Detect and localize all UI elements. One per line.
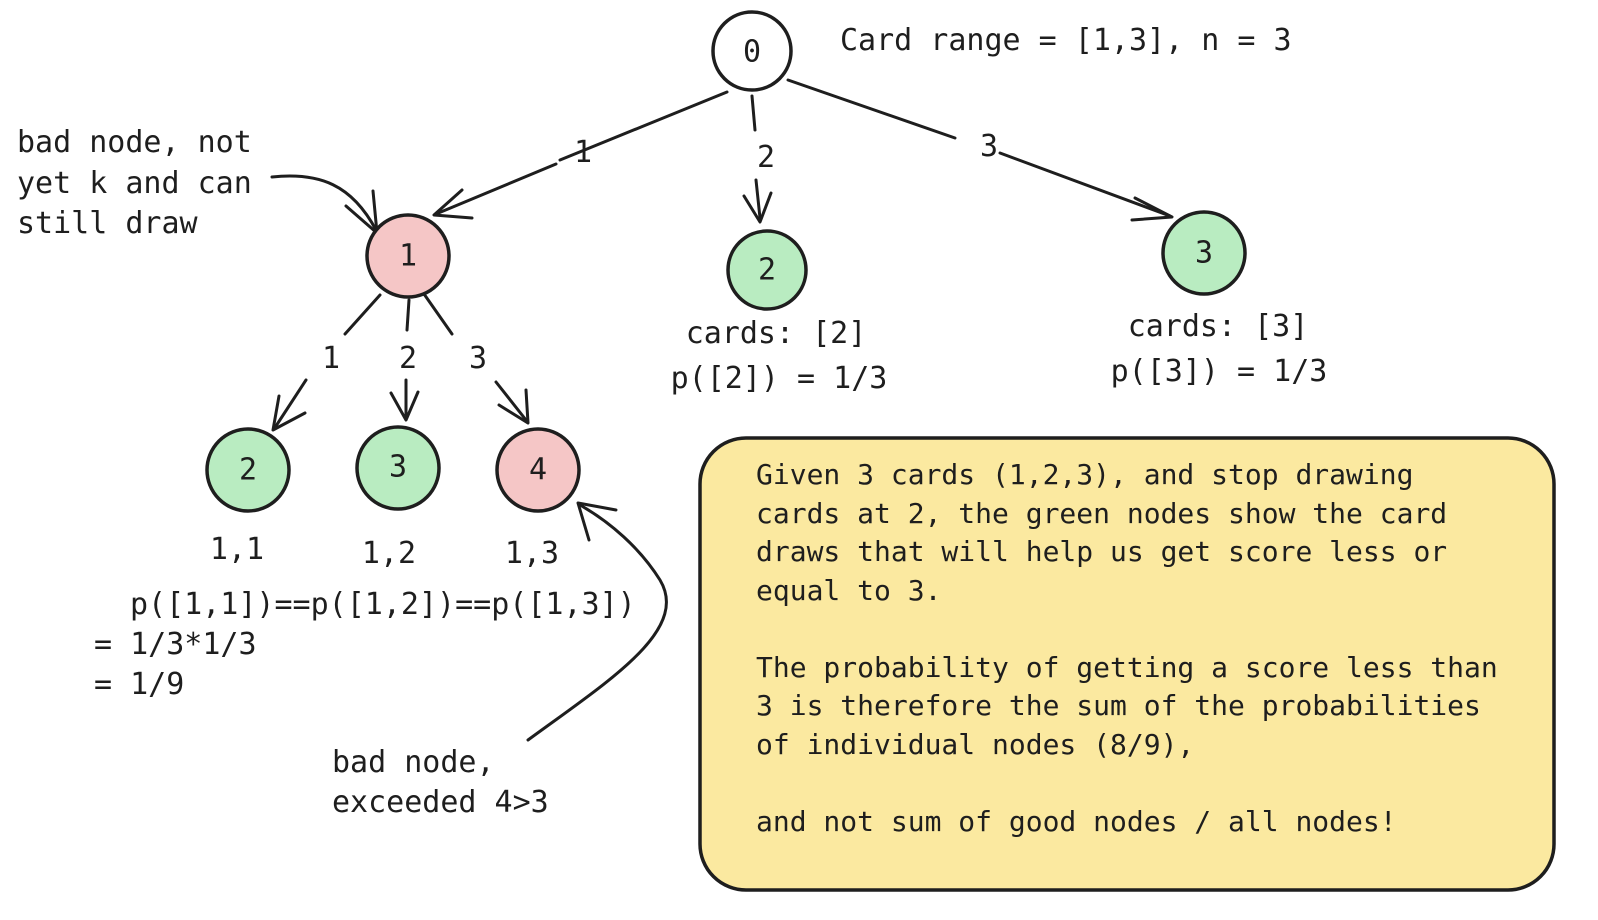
arrowhead-icon [576, 501, 618, 542]
tree-edges [271, 78, 1174, 432]
node-root: 0 [711, 10, 793, 92]
bad-node-draw-line-1: bad node, not [17, 125, 252, 160]
edge-root-to-3 [786, 78, 957, 140]
bad-node-draw-line-2: yet k and can [17, 166, 252, 201]
node-1-3-path-label: 1,3 [505, 536, 559, 571]
explanation-note: Given 3 cards (1,2,3), and stop drawing … [698, 436, 1556, 892]
node-1-1: 2 [205, 427, 291, 513]
node-1-3-circle [495, 427, 581, 513]
node-1-1-label: 2 [239, 453, 257, 488]
node-1-2-path-label: 1,2 [362, 536, 416, 571]
node-root-circle [711, 10, 793, 92]
bad-node-exceeded-line-2: exceeded 4>3 [332, 785, 549, 820]
node-2-circle [726, 229, 808, 311]
tree-nodes: 0 1 2 3 2 3 4 [205, 10, 1247, 513]
note-line-7: 3 is therefore the sum of the probabilit… [756, 689, 1481, 722]
node-1-3-label: 4 [529, 453, 547, 488]
note-line-1: Given 3 cards (1,2,3), and stop drawing [756, 458, 1413, 491]
note-line-6: The probability of getting a score less … [756, 651, 1498, 684]
node-1-2-circle [355, 425, 441, 511]
edge-1-to-4 [422, 292, 454, 336]
node-1: 1 [365, 213, 451, 299]
node-1-1-path-label: 1,1 [210, 532, 264, 567]
node-1-2: 3 [355, 425, 441, 511]
edge-labels: 1 2 3 1 2 3 [322, 129, 998, 376]
node-1-2-label: 3 [389, 450, 407, 485]
arrowhead-icon [497, 388, 530, 425]
node-1-1-circle [205, 427, 291, 513]
equal-probs-line-3: = 1/9 [94, 667, 184, 702]
node-3-label: 3 [1195, 236, 1213, 271]
note-box [698, 436, 1556, 892]
node-3-circle [1161, 210, 1247, 296]
edge-1-to-2 [343, 293, 382, 336]
edge-root-to-2 [750, 94, 757, 132]
node-2-cards-label: cards: [2] [686, 316, 867, 351]
bad-node-draw-line-3: still draw [17, 206, 199, 241]
node-1-3: 4 [495, 427, 581, 513]
pointer-arrow-bad-node-exceeded [526, 503, 668, 742]
pointer-arrow-bad-node-draw [270, 174, 378, 232]
arrowhead-icon [271, 394, 307, 432]
note-line-10: and not sum of good nodes / all nodes! [756, 805, 1397, 838]
card-range-label: Card range = [1,3], n = 3 [840, 23, 1292, 58]
equal-probs-line-1: p([1,1])==p([1,2])==p([1,3]) [130, 587, 636, 622]
note-line-8: of individual nodes (8/9), [756, 728, 1194, 761]
equal-probs-line-2: = 1/3*1/3 [94, 627, 257, 662]
edge-label-root-to-3: 3 [980, 129, 998, 164]
edge-label-1-to-2: 1 [322, 341, 340, 376]
edge-label-1-to-3: 2 [399, 341, 417, 376]
edge-1-to-3 [405, 298, 411, 332]
edge-label-1-to-4: 3 [469, 341, 487, 376]
bad-node-exceeded-line-1: bad node, [332, 745, 495, 780]
arrowhead-icon [742, 191, 773, 224]
arrowhead-icon [389, 390, 420, 422]
node-2-prob-label: p([2]) = 1/3 [671, 361, 888, 396]
note-line-3: draws that will help us get score less o… [756, 535, 1447, 568]
node-2-label: 2 [758, 253, 776, 288]
node-1-label: 1 [399, 239, 417, 274]
node-root-label: 0 [743, 35, 761, 70]
node-3-cards-label: cards: [3] [1128, 309, 1309, 344]
arrowhead-icon [432, 188, 474, 220]
note-line-4: equal to 3. [756, 574, 941, 607]
edge-label-root-to-1: 1 [574, 135, 592, 170]
text-annotations: Card range = [1,3], n = 3 bad node, not … [17, 23, 1327, 820]
arrowhead-icon [1130, 196, 1174, 222]
node-2: 2 [726, 229, 808, 311]
node-3: 3 [1161, 210, 1247, 296]
annotation-arrows [270, 174, 668, 742]
note-line-2: cards at 2, the green nodes show the car… [756, 497, 1447, 530]
edge-root-to-1 [558, 90, 729, 162]
node-1-circle [365, 213, 451, 299]
edge-label-root-to-2: 2 [757, 140, 775, 175]
node-3-prob-label: p([3]) = 1/3 [1111, 354, 1328, 389]
